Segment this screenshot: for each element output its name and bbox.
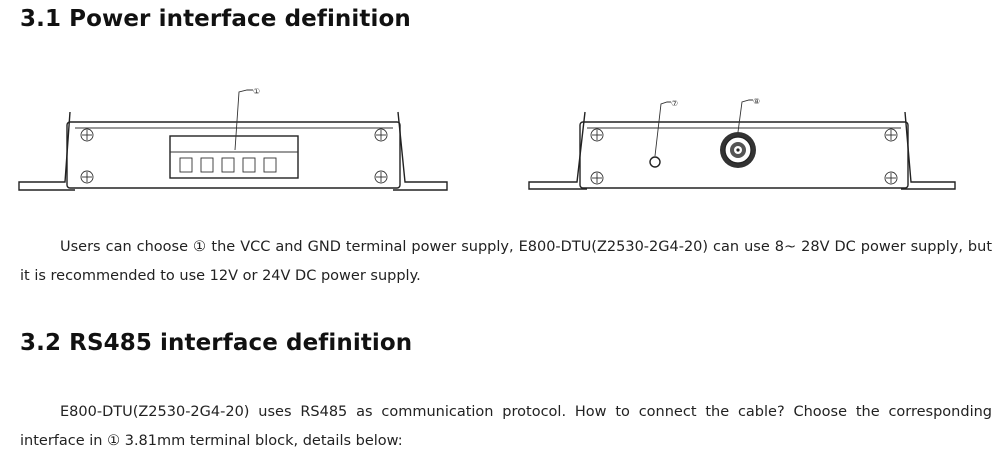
callout-leader bbox=[234, 89, 253, 151]
screw-icon bbox=[374, 170, 388, 184]
antenna-connector-icon bbox=[720, 132, 756, 168]
device-body bbox=[66, 121, 401, 189]
left-flange bbox=[528, 111, 587, 190]
section-heading-rs485: 3.2 RS485 interface definition bbox=[20, 330, 413, 356]
text-span: Users can choose bbox=[60, 239, 194, 255]
callout-label-7: ⑦ bbox=[671, 99, 678, 108]
antenna-side-drawing: ⑦ ⑧ bbox=[528, 97, 956, 190]
led-icon bbox=[649, 156, 661, 168]
callout-label-8: ⑧ bbox=[753, 97, 760, 106]
text-span: E800-DTU(Z2530-2G4-20) uses RS485 as com… bbox=[20, 404, 992, 449]
screw-icon bbox=[590, 128, 604, 142]
terminal-block-icon bbox=[169, 135, 299, 179]
rs485-description: E800-DTU(Z2530-2G4-20) uses RS485 as com… bbox=[20, 398, 992, 456]
screw-icon bbox=[884, 171, 898, 185]
device-body bbox=[579, 121, 909, 189]
right-flange bbox=[393, 111, 448, 191]
screw-icon bbox=[80, 170, 94, 184]
callout-label-1: ① bbox=[253, 87, 260, 96]
screw-icon bbox=[374, 128, 388, 142]
section-heading-power: 3.1 Power interface definition bbox=[20, 6, 411, 32]
right-flange bbox=[901, 111, 956, 190]
circled-marker: ① bbox=[193, 239, 207, 255]
callout-leader bbox=[654, 101, 671, 157]
screw-icon bbox=[590, 171, 604, 185]
screw-icon bbox=[884, 128, 898, 142]
text-span: the VCC and GND terminal power supply, E… bbox=[20, 239, 993, 284]
power-interface-drawing: ① bbox=[18, 87, 448, 191]
screw-icon bbox=[80, 128, 94, 142]
circled-marker: ① bbox=[107, 433, 121, 449]
text-span: 3.81mm terminal block, details below: bbox=[120, 433, 403, 449]
callout-leader bbox=[737, 99, 753, 133]
power-description: Users can choose ① the VCC and GND termi… bbox=[20, 233, 992, 291]
